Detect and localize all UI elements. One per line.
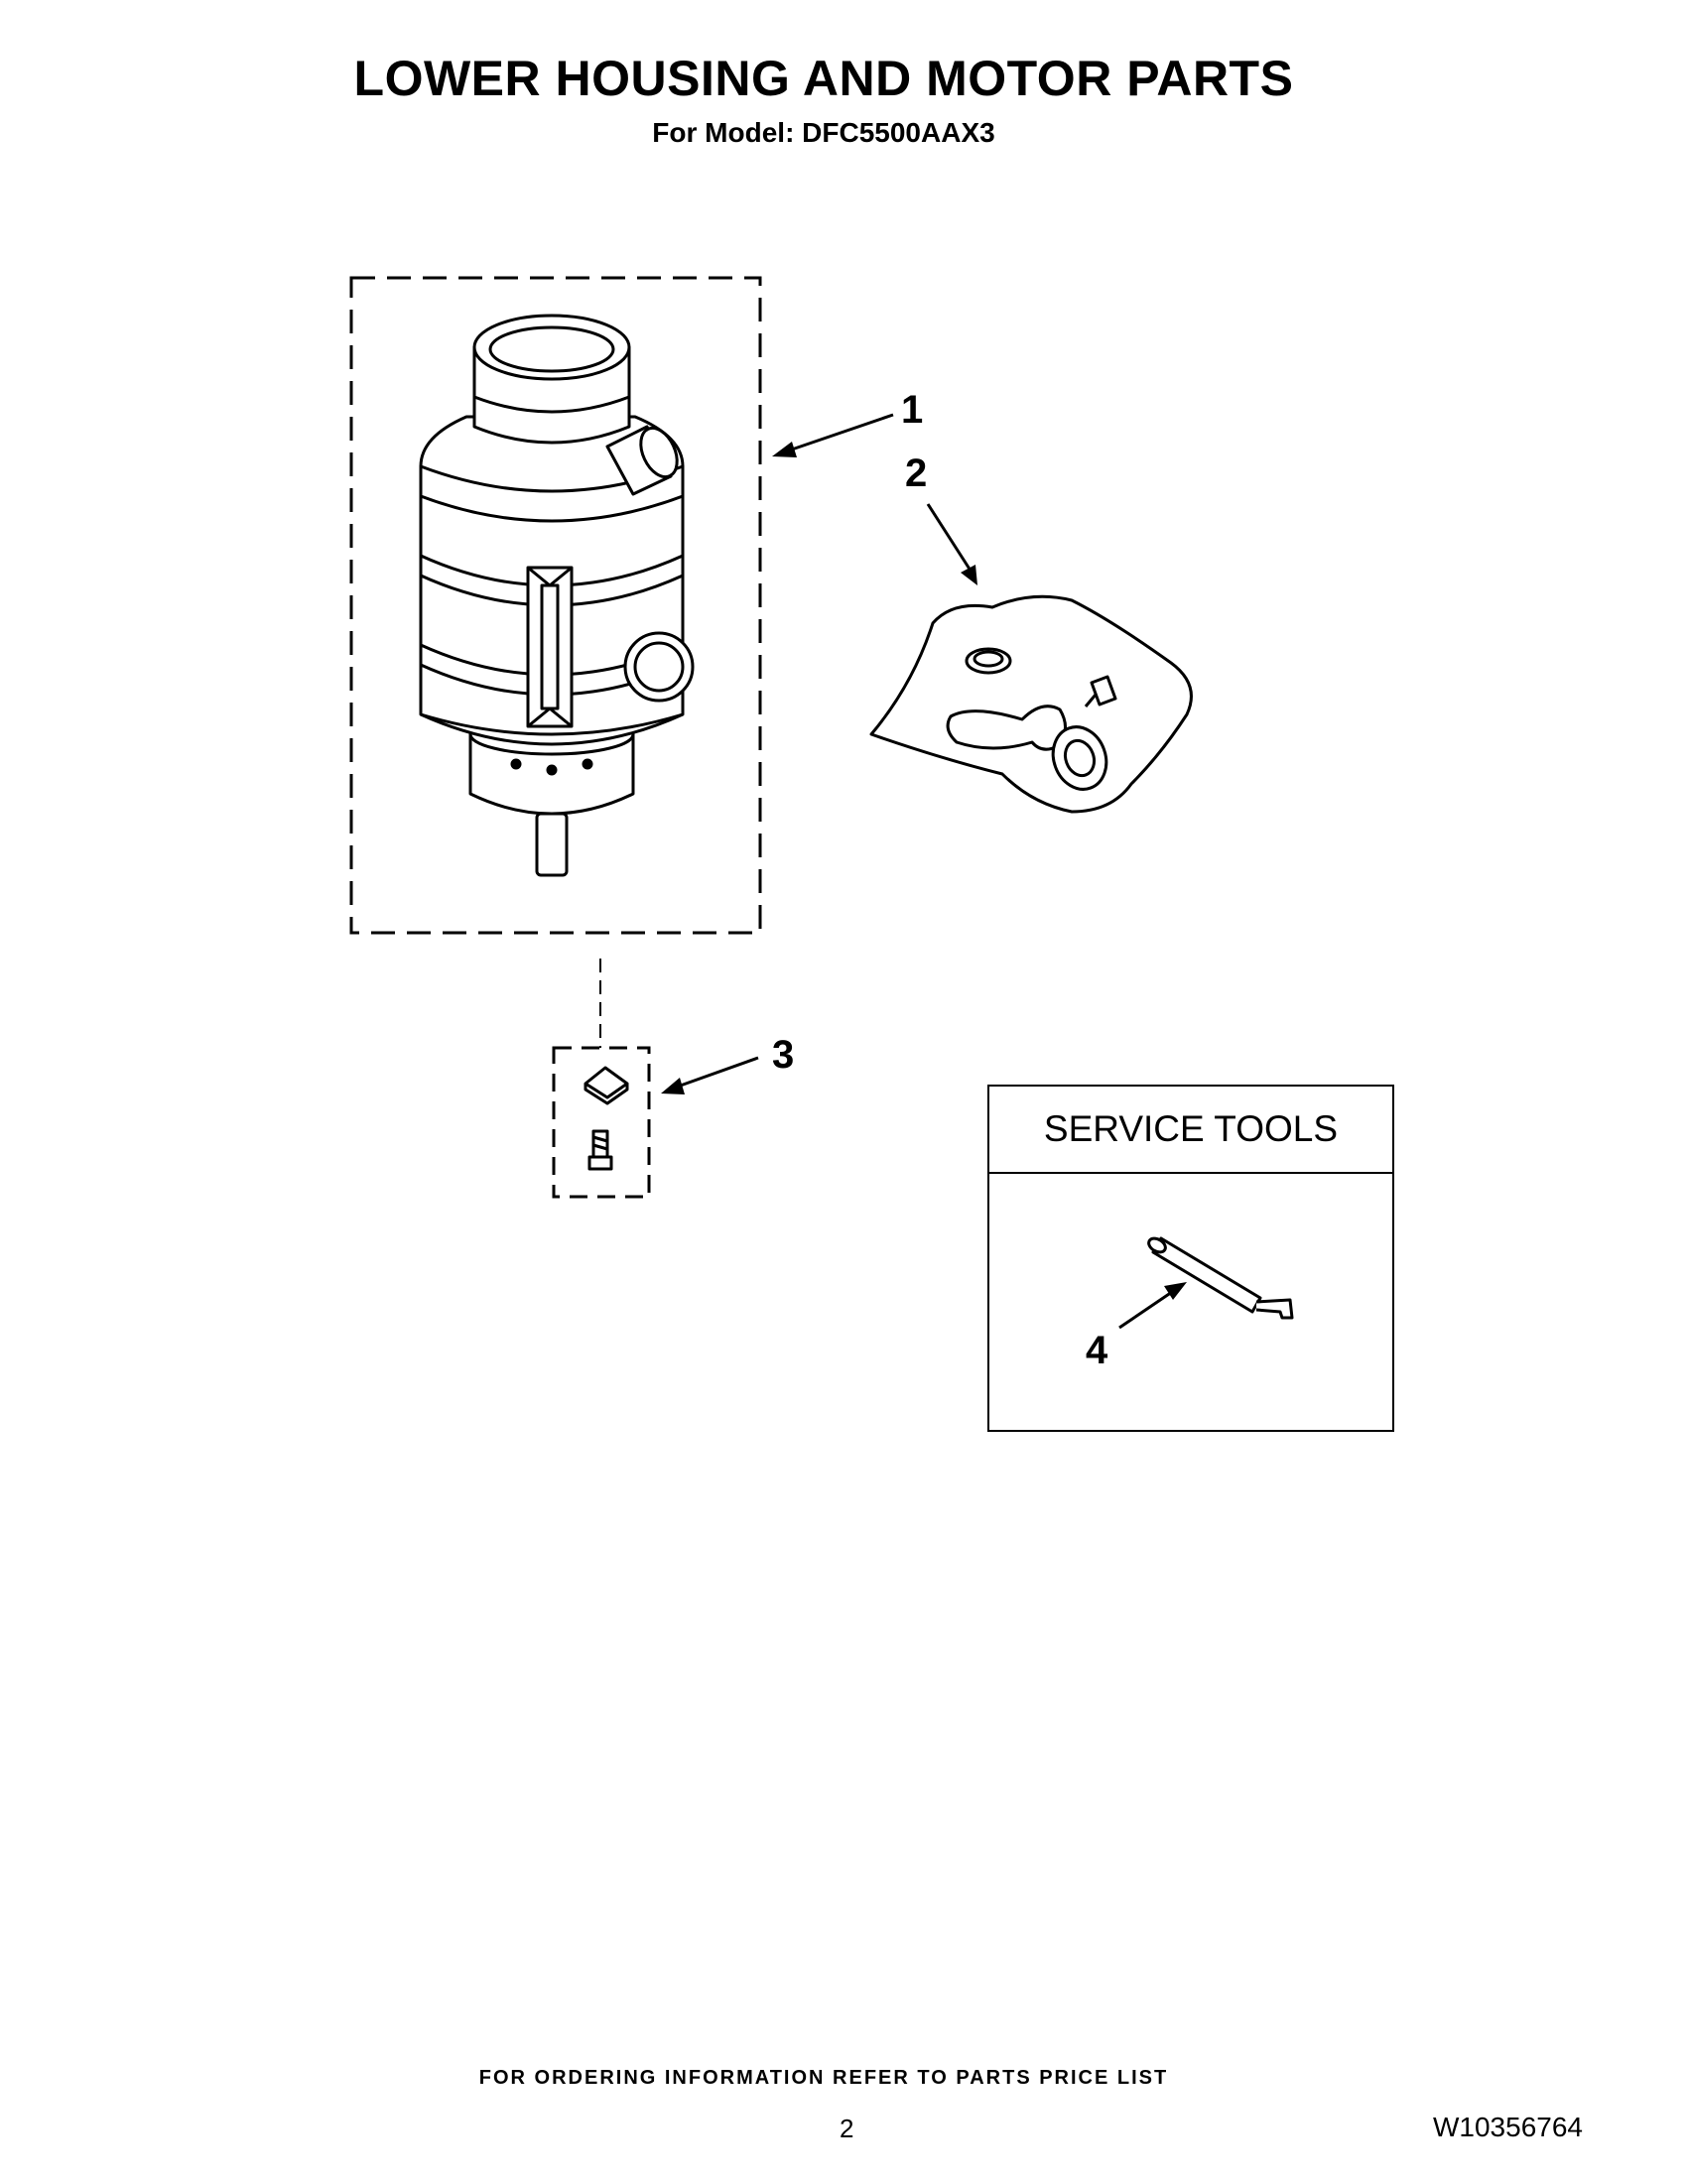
disposer-housing-icon (419, 314, 695, 877)
ordering-note: FOR ORDERING INFORMATION REFER TO PARTS … (478, 2067, 1169, 2089)
item4-leader (1118, 1282, 1187, 1330)
service-tools-box: SERVICE TOOLS (987, 1085, 1394, 1432)
callout-4: 4 (1086, 1329, 1108, 1372)
model-subtitle: For Model: DFC5500AAX3 (652, 117, 995, 148)
pad-and-screw-icon (584, 1066, 629, 1171)
page-number: 2 (840, 2114, 854, 2143)
service-wrench-icon (1147, 1236, 1294, 1320)
hardware-bag-icon (869, 594, 1193, 814)
item2-leader (926, 503, 977, 585)
service-tools-heading: SERVICE TOOLS (989, 1087, 1392, 1174)
callout-3: 3 (772, 1033, 794, 1077)
callout-1: 1 (901, 388, 923, 432)
item1-leader (772, 413, 894, 457)
document-number: W10356764 (1432, 2112, 1583, 2142)
item1-dashed-box (349, 276, 762, 935)
callout-2: 2 (905, 451, 927, 495)
item3-leader (661, 1056, 759, 1094)
item3-dashed-box (552, 1046, 651, 1199)
page-title: LOWER HOUSING AND MOTOR PARTS (353, 51, 1294, 106)
